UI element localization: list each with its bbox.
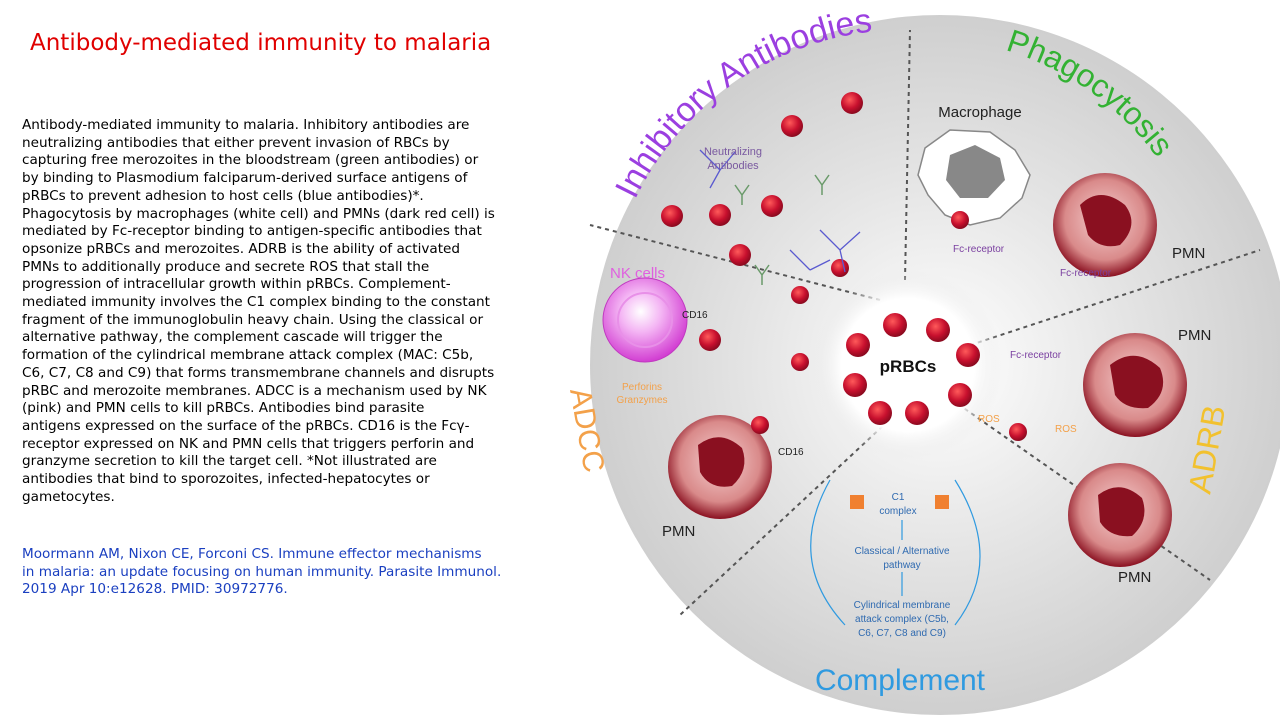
- svg-text:Granzymes: Granzymes: [616, 395, 667, 406]
- citation-line: in malaria: an update focusing on human …: [22, 563, 502, 580]
- ros-label-1: ROS: [978, 414, 1000, 425]
- pathway-label: Classical / Alternative pathway: [854, 546, 949, 571]
- citation-text: Moormann AM, Nixon CE, Forconi CS. Immun…: [22, 546, 542, 599]
- pmn-label-2: PMN: [1178, 327, 1211, 344]
- svg-text:pathway: pathway: [883, 560, 920, 571]
- pmn-cell-adcc: [668, 415, 772, 519]
- description-line: (pink) and PMN cells to kill pRBCs. Anti…: [22, 400, 425, 417]
- svg-text:Cylindrical membrane: Cylindrical membrane: [854, 600, 951, 611]
- description-line: opsonize pRBCs and merozoites. ADRB is t…: [22, 240, 461, 257]
- adrb-target-rbc: [1009, 423, 1027, 441]
- complement-arrows: [810, 479, 981, 626]
- adcc-target-rbc-1: [699, 329, 721, 351]
- svg-text:C1: C1: [892, 492, 905, 503]
- neutralizing-antibody-networks: [699, 149, 861, 273]
- cd16-label-1: CD16: [682, 310, 708, 321]
- immunity-diagram: pRBCs Inhibitory Antibodies Phagocytosis…: [563, 2, 1280, 715]
- description-line: antigens expressed on the surface of the…: [22, 417, 470, 434]
- citation-line: Moormann AM, Nixon CE, Forconi CS. Immun…: [22, 546, 482, 562]
- pmn-cell-adrb-1: [1083, 333, 1187, 437]
- fc-receptor-label-2: Fc-receptor: [1060, 268, 1112, 279]
- pmn-label-4: PMN: [662, 523, 695, 540]
- nk-cells-label: NK cells: [610, 265, 665, 282]
- description-line: capturing free merozoites in the bloodst…: [22, 152, 479, 169]
- description-line: pRBCs to prevent adhesion to host cells …: [22, 187, 424, 204]
- adcc-target-rbc-2: [791, 353, 809, 371]
- description-line: alternative pathway, the complement casc…: [22, 329, 443, 346]
- svg-text:complex: complex: [879, 506, 916, 517]
- description-line: Phagocytosis by macrophages (white cell)…: [22, 205, 495, 222]
- citation-line: 2019 Apr 10:e12628. PMID: 30972776.: [22, 581, 288, 598]
- description-line: Antibody-mediated immunity to malaria. I…: [22, 117, 470, 133]
- page-title: Antibody-mediated immunity to malaria: [30, 30, 492, 56]
- description-line: pRBC and merozoite membranes. ADCC is a …: [22, 382, 487, 399]
- description-line: receptor expressed on NK and PMN cells t…: [22, 435, 475, 452]
- green-antibodies: [734, 174, 830, 285]
- macrophage: [917, 129, 1031, 229]
- description-line: gametocytes.: [22, 488, 115, 505]
- c1-complex-label: C1 complex: [879, 492, 916, 517]
- description-line: mediated by Fc-receptor binding to antig…: [22, 223, 482, 240]
- svg-text:Neutralizing: Neutralizing: [704, 146, 762, 158]
- section-title-complement: Complement: [815, 664, 986, 697]
- macrophage-label: Macrophage: [938, 104, 1021, 121]
- pmn-label-1: PMN: [1172, 245, 1205, 262]
- description-line: C6, C7, C8 and C9) that forms transmembr…: [22, 364, 495, 381]
- description-line: fragment of the immunoglobulin heavy cha…: [22, 311, 484, 328]
- fc-receptor-label-1: Fc-receptor: [953, 244, 1005, 255]
- center-glow: [813, 270, 1003, 460]
- description-line: granzyme secretion to kill the target ce…: [22, 453, 437, 470]
- pmn-label-3: PMN: [1118, 569, 1151, 586]
- description-line: PMNs to additionally produce and secrete…: [22, 258, 430, 275]
- adcc-target-rbc-3: [751, 416, 769, 434]
- free-merozoites: [661, 92, 863, 304]
- pmn-cell-adrb-2: [1068, 463, 1172, 567]
- nk-cell: [602, 277, 688, 363]
- description-line: by binding to Plasmodium falciparum-deri…: [22, 170, 468, 187]
- svg-text:Classical / Alternative: Classical / Alternative: [854, 546, 949, 557]
- pmn-cell-phagocytosis: [1053, 173, 1157, 277]
- description-line: mediated immunity involves the C1 comple…: [22, 294, 490, 311]
- svg-text:attack complex (C5b,: attack complex (C5b,: [855, 614, 949, 625]
- c1-complexes: [850, 495, 949, 509]
- svg-text:Perforins: Perforins: [622, 382, 662, 393]
- cd16-label-2: CD16: [778, 447, 804, 458]
- description-line: formation of the cylindrical membrane at…: [22, 347, 474, 364]
- perforins-label: Perforins Granzymes: [616, 382, 667, 406]
- description-line: antibodies that bind to sporozoites, inf…: [22, 471, 430, 488]
- mac-label: Cylindrical membrane attack complex (C5b…: [854, 600, 951, 639]
- center-prbcs: [843, 313, 980, 425]
- center-label: pRBCs: [880, 357, 937, 376]
- fc-receptor-label-3: Fc-receptor: [1010, 350, 1062, 361]
- description-line: neutralizing antibodies that either prev…: [22, 134, 450, 151]
- ros-label-2: ROS: [1055, 424, 1077, 435]
- description-line: progression of intracellular growth with…: [22, 276, 451, 293]
- svg-text:Antibodies: Antibodies: [707, 160, 759, 172]
- neutralizing-label: Neutralizing Antibodies: [704, 146, 762, 172]
- svg-text:C6, C7, C8 and C9): C6, C7, C8 and C9): [858, 628, 946, 639]
- description-text: Antibody-mediated immunity to malaria. I…: [22, 117, 542, 506]
